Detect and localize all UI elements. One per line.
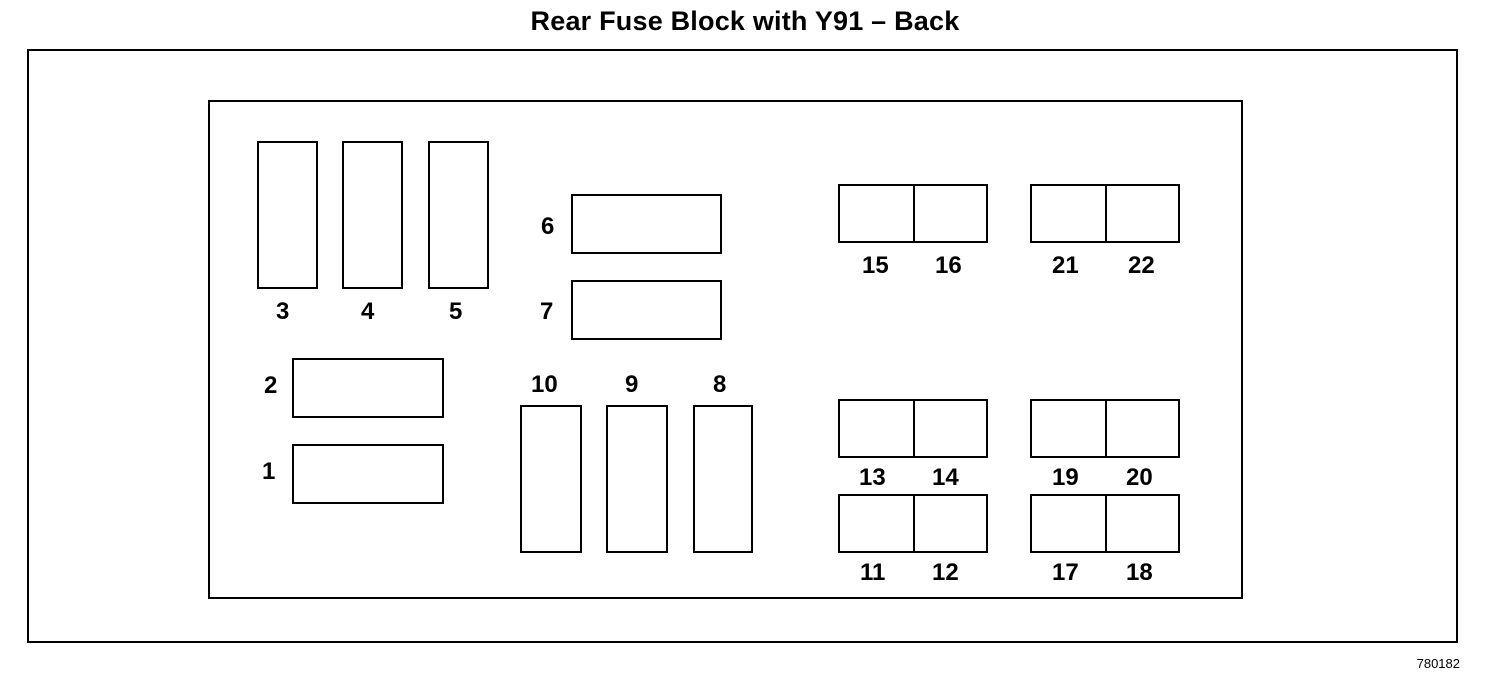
slot-5	[428, 141, 489, 289]
slot-4	[342, 141, 403, 289]
slot-20	[1105, 399, 1180, 458]
slot-21	[1030, 184, 1107, 243]
slot-label-9: 9	[625, 371, 639, 398]
slot-7	[571, 280, 722, 340]
fuse-block-outline	[208, 100, 1243, 599]
slot-label-14: 14	[932, 464, 959, 491]
slot-18	[1105, 494, 1180, 553]
slot-13	[838, 399, 915, 458]
slot-14	[913, 399, 988, 458]
slot-label-22: 22	[1128, 252, 1155, 279]
slot-19	[1030, 399, 1107, 458]
slot-label-15: 15	[862, 252, 889, 279]
slot-22	[1105, 184, 1180, 243]
slot-8	[693, 405, 753, 553]
slot-10	[520, 405, 582, 553]
slot-15	[838, 184, 915, 243]
slot-17	[1030, 494, 1107, 553]
slot-1	[292, 444, 444, 504]
slot-label-18: 18	[1126, 559, 1153, 586]
slot-label-16: 16	[935, 252, 962, 279]
slot-label-20: 20	[1126, 464, 1153, 491]
slot-label-1: 1	[262, 458, 276, 485]
slot-2	[292, 358, 444, 418]
slot-label-11: 11	[860, 559, 886, 586]
slot-label-7: 7	[540, 298, 554, 325]
slot-label-3: 3	[276, 298, 290, 325]
slot-3	[257, 141, 318, 289]
slot-label-13: 13	[859, 464, 886, 491]
slot-label-8: 8	[713, 371, 727, 398]
slot-label-5: 5	[449, 298, 463, 325]
slot-label-10: 10	[531, 371, 558, 398]
slot-label-4: 4	[361, 298, 375, 325]
slot-label-19: 19	[1052, 464, 1079, 491]
slot-label-6: 6	[541, 213, 555, 240]
slot-6	[571, 194, 722, 254]
slot-9	[606, 405, 668, 553]
slot-label-21: 21	[1052, 252, 1079, 279]
diagram-title: Rear Fuse Block with Y91 – Back	[530, 6, 960, 36]
slot-label-12: 12	[932, 559, 959, 586]
slot-label-2: 2	[264, 372, 278, 399]
slot-11	[838, 494, 915, 553]
slot-12	[913, 494, 988, 553]
outer-frame	[27, 49, 1458, 643]
drawing-number: 780182	[1416, 656, 1460, 671]
slot-16	[913, 184, 988, 243]
slot-label-17: 17	[1052, 559, 1079, 586]
